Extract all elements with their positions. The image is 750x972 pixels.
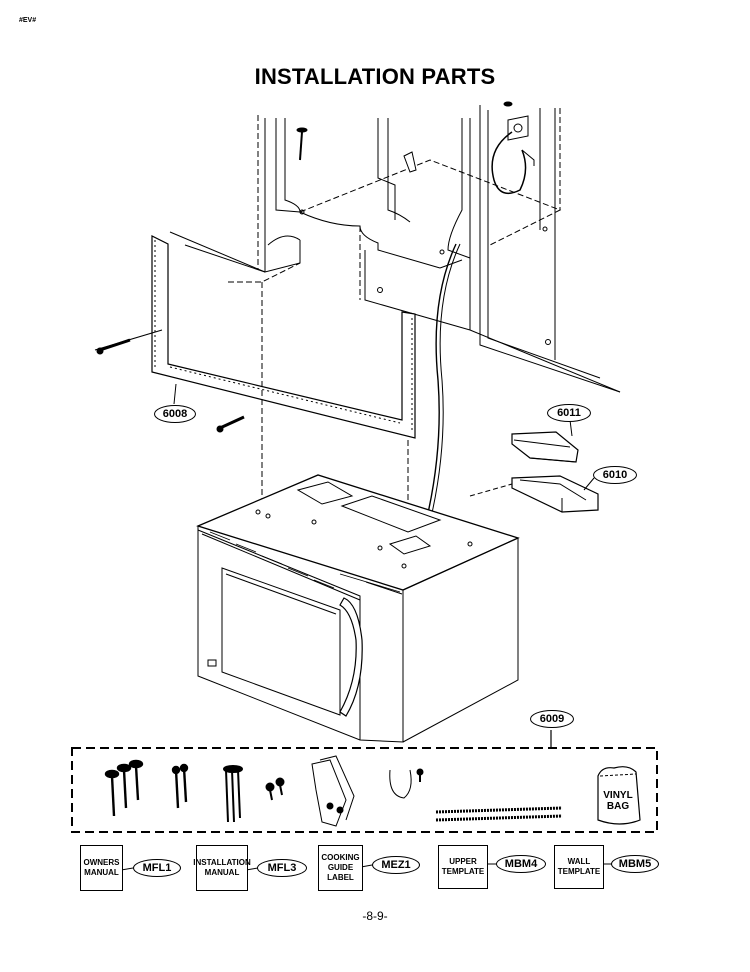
wall-template-box: WALL TEMPLATE [554, 845, 604, 889]
vent-grille-part [511, 431, 579, 463]
wood-screws-icon [104, 759, 144, 817]
cord-clamp-icon [389, 768, 424, 799]
vinyl-bag-label: VINYL BAG [603, 790, 633, 812]
vent-slots [209, 531, 401, 593]
small-screws-icon [265, 777, 285, 801]
top-screw-icon [296, 127, 308, 161]
owners-manual-box: OWNERS MANUAL [80, 845, 123, 891]
connector-mfl3 [245, 867, 259, 871]
page-title: INSTALLATION PARTS [254, 64, 496, 89]
bracket-clip-icon [403, 151, 417, 173]
page-number: -8-9- [362, 909, 388, 923]
vent-strips-icon [435, 806, 563, 822]
upper-template-box: UPPER TEMPLATE [438, 845, 488, 889]
callout-6009: 6009 [530, 710, 574, 728]
code-mbm5: MBM5 [611, 855, 659, 873]
power-outlet-icon [503, 101, 529, 141]
code-mbm4: MBM4 [496, 855, 546, 873]
left-screw-icon [96, 338, 131, 355]
toggle-bolts-icon [223, 765, 243, 823]
document-code: #EV# [19, 17, 37, 24]
parts-bag-frame [71, 730, 658, 833]
spacer-brackets-icon [311, 755, 355, 827]
code-mfl1: MFL1 [133, 859, 181, 877]
connector-mfl1 [120, 867, 134, 871]
cooking-guide-label-box: COOKING GUIDE LABEL [318, 845, 363, 891]
code-mfl3: MFL3 [257, 859, 307, 877]
leader-6010 [583, 477, 595, 491]
code-mez1: MEZ1 [372, 856, 420, 874]
microwave-oven [196, 474, 520, 743]
vinyl-bag-icon [597, 766, 641, 825]
damper-part [469, 475, 599, 513]
wall-cabinets [169, 105, 621, 393]
lag-screws-icon [171, 763, 189, 809]
leader-6008 [173, 383, 177, 405]
top-cabinet-plate [94, 226, 416, 520]
installation-manual-box: INSTALLATION MANUAL [193, 845, 251, 891]
callout-6011: 6011 [547, 404, 591, 422]
leader-6011 [569, 419, 573, 437]
callout-6008: 6008 [154, 405, 196, 423]
power-cord [419, 131, 535, 546]
callout-6010: 6010 [593, 466, 637, 484]
lower-screw-icon [216, 415, 245, 433]
